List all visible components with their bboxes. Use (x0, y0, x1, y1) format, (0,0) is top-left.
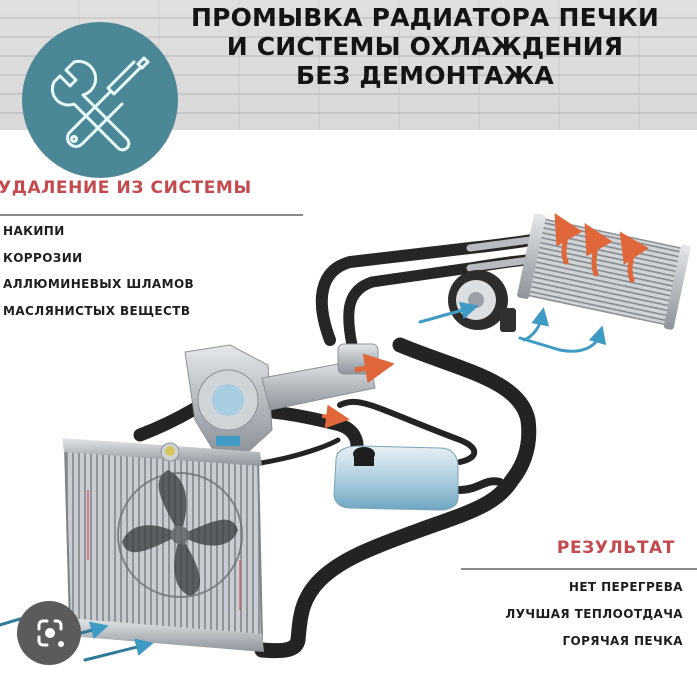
removal-item: МАСЛЯНИСТЫХ ВЕЩЕСТВ (3, 303, 191, 318)
removal-list: НАКИПИ КОРРОЗИИ АЛЛЮМИНЕВЫХ ШЛАМОВ МАСЛЯ… (3, 221, 194, 327)
blower-fan (448, 270, 516, 332)
wrench-screwdriver-icon (50, 56, 150, 152)
result-item: ЛУЧШАЯ ТЕПЛООТДАЧА (505, 607, 683, 621)
result-item: НЕТ ПЕРЕГРЕВА (568, 580, 683, 594)
visual-search-lens-icon (37, 619, 64, 647)
thermostat-housing (261, 343, 395, 429)
removal-item: АЛЛЮМИНЕВЫХ ШЛАМОВ (3, 277, 195, 291)
removal-item: НАКИПИ (3, 224, 65, 238)
cooling-system-diagram (0, 212, 691, 662)
result-list: НЕТ ПЕРЕГРЕВА ЛУЧШАЯ ТЕПЛООТДАЧА ГОРЯЧАЯ… (505, 577, 683, 658)
removal-heading: УДАЛЕНИЕ ИЗ СИСТЕМЫ (0, 178, 252, 198)
hot-air-arrows (554, 212, 649, 283)
cooling-fan (117, 470, 243, 598)
title-line-2: И СИСТЕМЫ ОХЛАЖДЕНИЯ (226, 32, 624, 61)
main-radiator (62, 438, 264, 652)
title-line-3: БЕЗ ДЕМОНТАЖА (296, 61, 554, 90)
tools-badge (22, 22, 178, 178)
visual-search-lens-button[interactable] (17, 601, 81, 665)
cool-air-arrows (418, 301, 607, 353)
page-title: ПРОМЫВКА РАДИАТОРА ПЕЧКИ И СИСТЕМЫ ОХЛАЖ… (160, 3, 690, 90)
expansion-tank (333, 445, 459, 511)
result-heading: РЕЗУЛЬТАТ (556, 538, 675, 558)
heater-core (517, 213, 691, 330)
water-pump (184, 344, 273, 453)
title-line-1: ПРОМЫВКА РАДИАТОРА ПЕЧКИ (190, 3, 660, 32)
result-item: ГОРЯЧАЯ ПЕЧКА (562, 634, 683, 648)
removal-divider (0, 214, 303, 216)
result-divider (461, 568, 697, 570)
removal-item: КОРРОЗИИ (3, 250, 83, 265)
header-banner (0, 0, 697, 130)
